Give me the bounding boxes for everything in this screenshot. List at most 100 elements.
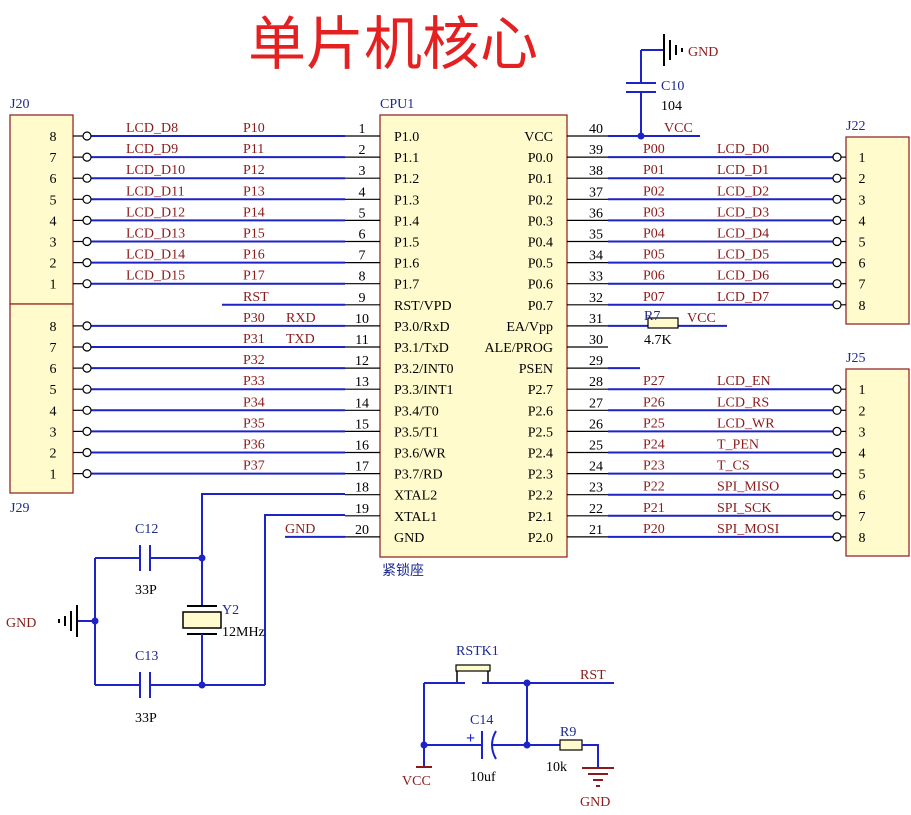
- right-net-name: LCD_D5: [717, 248, 769, 263]
- cpu-pin-name: P2.3: [528, 468, 553, 483]
- connector-pin-number: 6: [859, 489, 866, 504]
- right-net-name: SPI_MISO: [717, 480, 779, 495]
- cpu-left-pins: 1P1.02P1.13P1.24P1.35P1.46P1.57P1.68P1.7…: [345, 122, 454, 546]
- cpu-pin-number: 28: [589, 375, 603, 390]
- cpu-pin-number: 27: [589, 396, 603, 411]
- cpu-pin-name: P3.1/TxD: [394, 341, 449, 356]
- connector-pin-circle: [82, 215, 92, 225]
- cpu-pin-name: P0.4: [528, 236, 553, 251]
- connector-pin-number: 5: [859, 468, 866, 483]
- connector-pin-number: 8: [50, 320, 57, 335]
- cpu-pin-name: P0.5: [528, 257, 553, 272]
- cpu-pin-number: 24: [589, 460, 603, 475]
- cpu-pin-name: P1.1: [394, 151, 419, 166]
- cpu-pin-number: 21: [589, 523, 603, 538]
- cpu-pin-number: 20: [355, 523, 369, 538]
- cpu-pin-number: 29: [589, 354, 603, 369]
- j22-body: [845, 136, 910, 325]
- gnd-bottom-label: GND: [580, 795, 610, 810]
- connector-pin-number: 8: [859, 531, 866, 546]
- right-net-port: VCC: [664, 121, 693, 136]
- cpu-pin-name: P1.4: [394, 214, 419, 229]
- c14-value: 10uf: [470, 770, 496, 785]
- connector-pin-number: 4: [50, 214, 57, 229]
- left-net-port: P30: [243, 311, 265, 326]
- right-net-name: LCD_D1: [717, 163, 769, 178]
- right-net-name: LCD_WR: [717, 416, 775, 431]
- right-net-name: SPI_SCK: [717, 501, 771, 516]
- connector-pin-circle: [82, 469, 92, 479]
- cpu-pin-number: 18: [355, 481, 369, 496]
- right-net-port: P05: [643, 248, 665, 263]
- cpu-pin-name: XTAL2: [394, 489, 437, 504]
- right-net-port: P02: [643, 184, 665, 199]
- left-net-port: P12: [243, 163, 265, 178]
- j25-body: [845, 368, 910, 557]
- connector-pin-number: 8: [859, 299, 866, 314]
- right-net-name: LCD_RS: [717, 395, 769, 410]
- cpu-pin-number: 36: [589, 206, 603, 221]
- cpu-pin-name: P2.2: [528, 489, 553, 504]
- r7-value: 4.7K: [644, 333, 672, 348]
- right-net-port: P25: [643, 416, 665, 431]
- right-net-name: LCD_D7: [717, 290, 769, 305]
- c12-designator: C12: [135, 522, 158, 537]
- cpu-pin-name: P0.0: [528, 151, 553, 166]
- gnd-symbol-left: GND: [6, 605, 78, 637]
- xtal-junction-bottom: [198, 681, 206, 689]
- connector-pin-number: 1: [50, 468, 57, 483]
- connector-pin-number: 2: [859, 404, 866, 419]
- left-net-port: P33: [243, 374, 265, 389]
- left-net-port: P15: [243, 227, 265, 242]
- left-net-port: P13: [243, 184, 265, 199]
- connector-pin-circle: [82, 258, 92, 268]
- right-net-name: LCD_D6: [717, 269, 769, 284]
- cpu-pin-number: 26: [589, 417, 603, 432]
- connector-pin-number: 6: [50, 172, 57, 187]
- rst-label: RST: [580, 668, 606, 683]
- connector-pin-circle: [82, 426, 92, 436]
- cpu-pin-number: 16: [355, 439, 369, 454]
- right-net-name: LCD_EN: [717, 374, 771, 389]
- cpu-pin-number: 12: [355, 354, 369, 369]
- r9-body: [559, 739, 583, 751]
- cpu-pin-number: 19: [355, 502, 369, 517]
- r9-value: 10k: [546, 760, 567, 775]
- cpu-pin-number: 39: [589, 143, 603, 158]
- connector-pin-number: 3: [50, 236, 57, 251]
- left-net-name: LCD_D11: [126, 184, 185, 199]
- right-net-name: LCD_D0: [717, 142, 769, 157]
- crystal-circuit: C12 33P C13 33P Y2 12MHz: [78, 493, 345, 726]
- connector-pin-number: 7: [859, 510, 866, 525]
- right-net-port: P06: [643, 269, 665, 284]
- left-net-name: LCD_D8: [126, 121, 178, 136]
- connector-pin-number: 2: [50, 447, 57, 462]
- cpu-pin-number: 25: [589, 439, 603, 454]
- left-net-port: GND: [285, 522, 315, 537]
- cpu-pin-name: P2.5: [528, 425, 553, 440]
- connector-pin-circle: [832, 532, 842, 542]
- connector-pin-circle: [82, 384, 92, 394]
- cpu-pin-number: 7: [359, 249, 366, 264]
- cpu-pin-name: P3.4/T0: [394, 404, 439, 419]
- cpu-pin-name: VCC: [524, 130, 553, 145]
- left-net-name: LCD_D15: [126, 269, 185, 284]
- cpu-pin-name: P1.7: [394, 278, 419, 293]
- right-net-name: LCD_D4: [717, 227, 769, 242]
- right-net-port: P24: [643, 438, 665, 453]
- connector-pin-number: 4: [859, 214, 866, 229]
- cpu-pin-number: 15: [355, 417, 369, 432]
- left-net-port: P10: [243, 121, 265, 136]
- connector-pin-number: 5: [859, 236, 866, 251]
- cpu-pin-number: 1: [359, 122, 366, 137]
- cpu-pin-name: P3.3/INT1: [394, 383, 454, 398]
- cpu-pin-number: 6: [359, 228, 366, 243]
- connector-pin-circle: [832, 279, 842, 289]
- left-net-labels: P10LCD_D8P11LCD_D9P12LCD_D10P13LCD_D11P1…: [87, 121, 345, 538]
- cpu-pin-number: 10: [355, 312, 369, 327]
